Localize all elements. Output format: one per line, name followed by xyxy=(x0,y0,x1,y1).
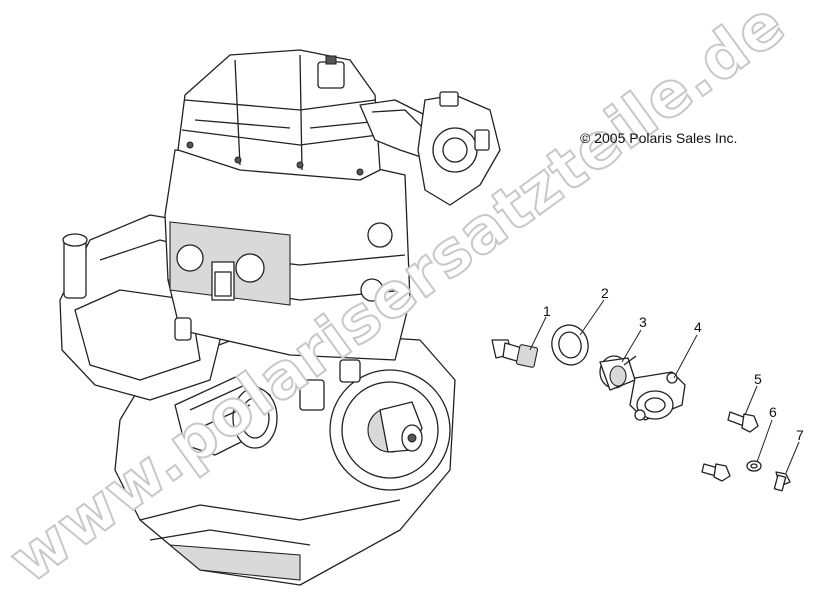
bolt-icon xyxy=(701,463,731,482)
callout-number: 3 xyxy=(639,314,647,330)
bolt-icon xyxy=(727,411,759,433)
callout-number: 7 xyxy=(796,427,804,443)
gasket-ring-icon xyxy=(551,324,589,366)
parts-exploded-view xyxy=(491,324,791,492)
engine-assembly-illustration xyxy=(59,49,501,586)
screw-icon xyxy=(773,471,791,492)
callout-number: 4 xyxy=(694,319,702,335)
callout-numbers: 1 2 3 4 5 6 7 xyxy=(543,285,804,443)
callout-number: 1 xyxy=(543,303,551,319)
sensor-icon xyxy=(491,339,539,368)
washer-icon xyxy=(746,460,762,472)
callout-leaders xyxy=(529,299,800,474)
copyright-notice: © 2005 Polaris Sales Inc. xyxy=(580,130,738,146)
callout-number: 5 xyxy=(754,371,762,387)
callout-number: 6 xyxy=(769,404,777,420)
callout-number: 2 xyxy=(601,285,609,301)
thermostat-icon xyxy=(599,355,637,391)
thermostat-housing-icon xyxy=(629,371,686,421)
